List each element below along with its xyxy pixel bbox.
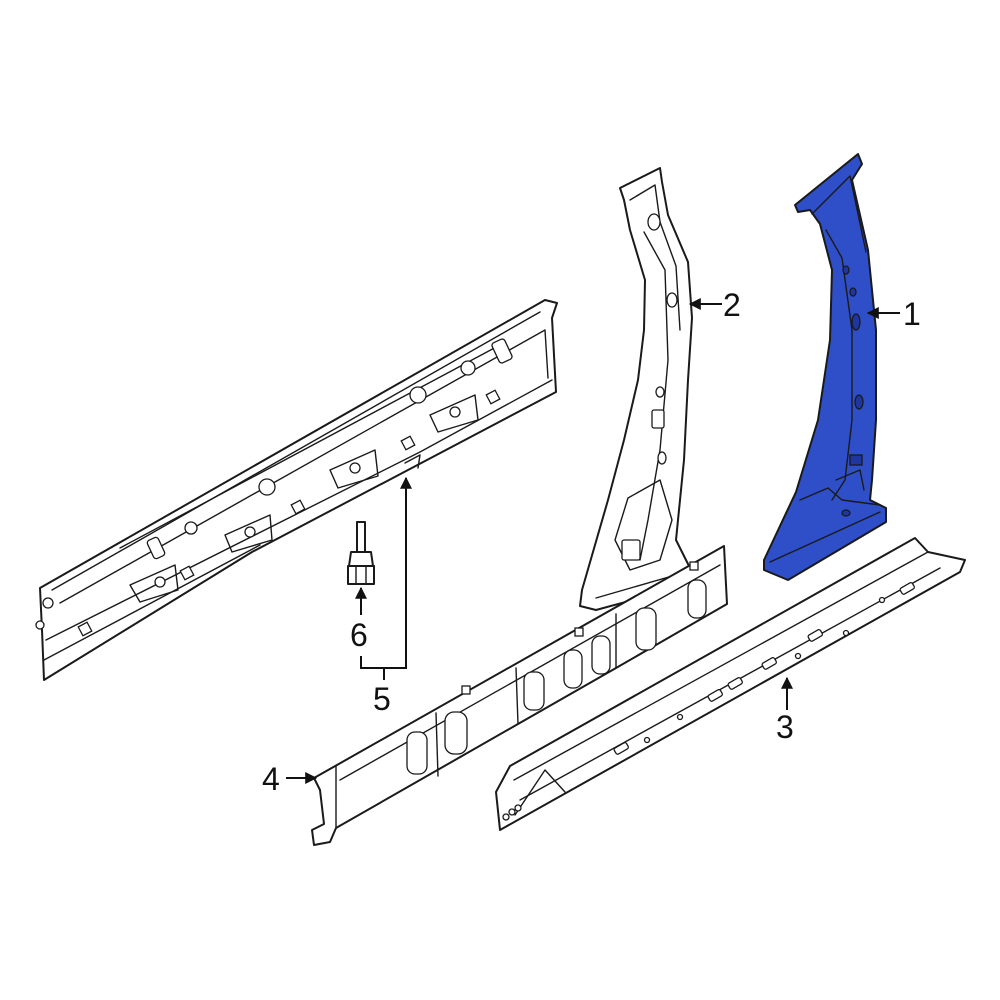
lower-reinforcement-panel (311, 545, 728, 846)
rocker-outer-panel (495, 537, 966, 831)
outer-b-pillar-highlighted (763, 153, 887, 581)
callout-4: 4 (262, 761, 280, 797)
callout-5: 5 (373, 681, 391, 717)
callout-3: 3 (776, 709, 794, 745)
leader-lines (286, 298, 900, 784)
callout-6: 6 (350, 617, 368, 653)
callout-2: 2 (723, 287, 741, 323)
stud-bolt (347, 521, 375, 585)
inner-pillar-panel (579, 167, 693, 611)
callout-labels: 1 2 3 4 5 6 (262, 287, 921, 797)
rocker-reinforcement-panel (35, 299, 558, 681)
callout-1: 1 (903, 296, 921, 332)
